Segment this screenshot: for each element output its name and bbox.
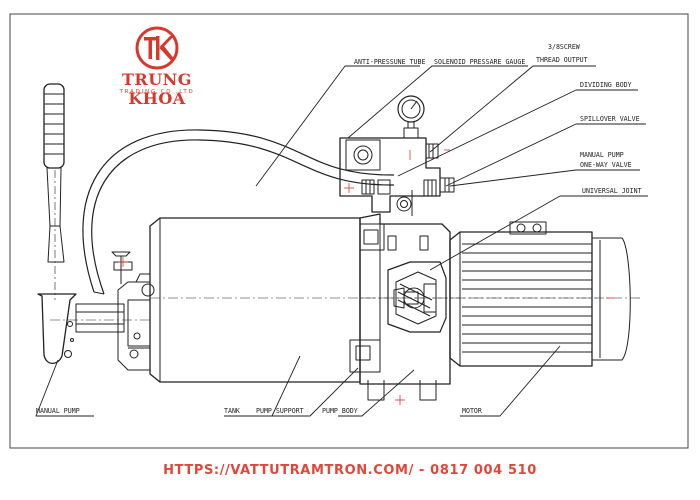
anti-pressure-tube <box>82 129 395 295</box>
motor <box>360 221 640 367</box>
label-pump-body: PUMP BODY <box>322 407 358 415</box>
tk-monogram-icon <box>135 26 179 70</box>
label-spillover-valve: SPILLOVER VALVE <box>580 115 640 123</box>
footer-contact: HTTPS://VATTUTRAMTRON.COM/ - 0817 004 51… <box>163 463 537 478</box>
brand-name: TRUNG KHOA <box>122 70 192 108</box>
label-manual-pump-top: MANUAL PUMP <box>580 151 624 159</box>
label-tank: TANK <box>224 407 240 415</box>
leader-lines <box>35 65 648 417</box>
label-one-way-valve: ONE-WAY VALVE <box>580 161 632 169</box>
drawing-border <box>9 13 689 449</box>
manual-pump-handle <box>37 83 77 365</box>
label-manual-pump-bottom: MANUAL PUMP <box>36 407 80 415</box>
manual-pump-body <box>50 251 155 371</box>
label-solenoid-pressure-gauge: SOLENOID PRESSARE GAUGE <box>434 58 525 66</box>
label-universal-joint: UNIVERSAL JOINT <box>582 187 642 195</box>
label-dividing-body: DIVIDING BODY <box>580 81 632 89</box>
label-screw: 3/8SCREW <box>548 43 580 51</box>
tank <box>149 217 600 383</box>
label-pump-support: PUMP SUPPORT <box>256 407 304 415</box>
brand-tagline: TRADING CO.,LTD <box>119 89 195 95</box>
dividing-body <box>339 95 455 216</box>
brand-logo: TRUNG KHOA TRADING CO.,LTD <box>92 26 222 108</box>
label-thread-output: THREAD OUTPUT <box>536 56 588 64</box>
red-center-marks <box>118 149 614 405</box>
pump-body <box>387 261 447 333</box>
label-motor: MOTOR <box>462 407 482 415</box>
label-anti-pressure-tube: ANTI-PRESSUNE TUBE <box>354 58 425 66</box>
